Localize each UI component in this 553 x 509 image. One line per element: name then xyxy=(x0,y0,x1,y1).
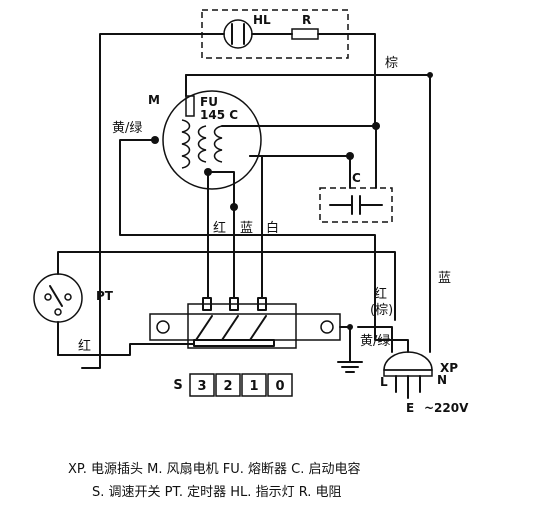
wire-timer-switch xyxy=(57,343,195,356)
wire-blue xyxy=(211,171,235,299)
switch-s-label: S xyxy=(173,378,182,393)
wire-switch-ground xyxy=(339,326,351,363)
plug-l-label: L xyxy=(380,375,388,389)
wire-label-red-brown-paren: (棕) xyxy=(370,303,393,318)
plug-e-label: E xyxy=(406,401,414,415)
capacitor-enclosure xyxy=(319,187,393,223)
plug-icon xyxy=(383,351,433,399)
timer-icon xyxy=(33,273,83,323)
wire-indicator-left xyxy=(81,33,225,369)
motor-icon xyxy=(162,90,262,190)
wire-label-red: 红 xyxy=(213,220,226,236)
switch-pos-0: 0 xyxy=(275,379,284,394)
wire-plug-red xyxy=(374,319,409,353)
wire-motor-ground xyxy=(119,139,376,321)
switch-pos-1: 1 xyxy=(249,379,258,394)
legend-line-1: XP. 电源插头 M. 风扇电机 FU. 熔断器 C. 启动电容 xyxy=(68,461,360,477)
indicator-lamp-icon xyxy=(223,19,253,49)
switch-position-boxes xyxy=(189,373,293,397)
wire-motor-cap xyxy=(249,155,351,189)
wire-white xyxy=(249,155,263,299)
fuse-temp-label: 145 C xyxy=(200,108,238,122)
voltage-label: ~220V xyxy=(424,401,469,415)
motor-label: M xyxy=(148,93,160,107)
capacitor-label: C xyxy=(352,171,361,185)
wire-plug-yg xyxy=(357,326,393,353)
capacitor-icon xyxy=(329,195,383,215)
fuse-icon xyxy=(185,95,195,117)
wire-label-blue-right: 蓝 xyxy=(438,271,451,286)
wire-indicator-right xyxy=(317,33,376,127)
switch-pos-2: 2 xyxy=(223,379,232,394)
switch-pos-3: 3 xyxy=(197,379,206,394)
wire-label-timer-red: 红 xyxy=(78,338,91,354)
wire-label-white: 白 xyxy=(266,220,279,236)
wire-label-red-brown: 红 xyxy=(374,286,387,302)
r-label: R xyxy=(302,13,311,27)
wire-timer-top xyxy=(57,251,396,321)
speed-switch xyxy=(149,297,341,349)
wire-label-motor-yg: 黄/绿 xyxy=(112,121,142,136)
timer-label: PT xyxy=(96,289,114,303)
wire-label-brown: 棕 xyxy=(385,56,398,71)
resistor-icon xyxy=(291,28,319,40)
wire-label-switch-yg: 黄/绿 xyxy=(360,334,390,349)
hl-label: HL xyxy=(253,13,271,27)
plug-n-label: N xyxy=(437,373,447,387)
wire-label-blue: 蓝 xyxy=(240,221,253,236)
fuse-label: FU xyxy=(200,95,218,109)
plug-label: XP xyxy=(440,361,458,375)
legend-line-2: S. 调速开关 PT. 定时器 HL. 指示灯 R. 电阻 xyxy=(92,485,342,500)
